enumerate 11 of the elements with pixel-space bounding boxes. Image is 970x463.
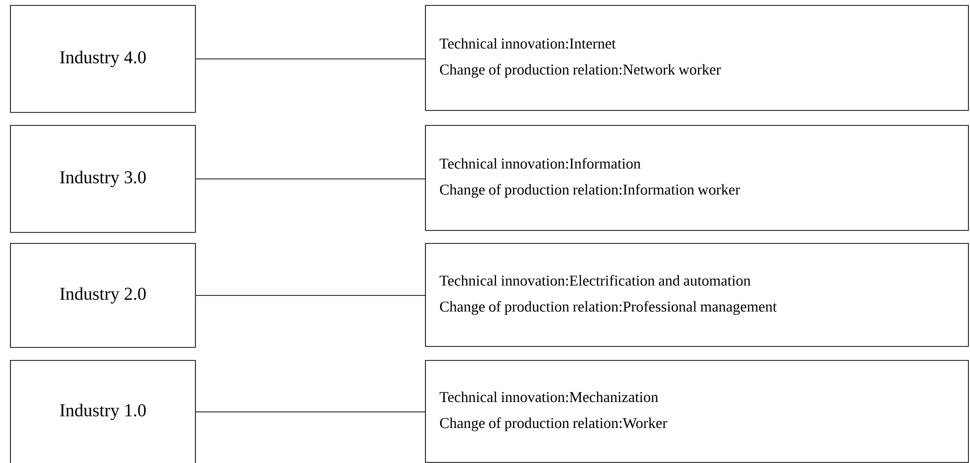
stage-box: Industry 3.0 — [10, 125, 196, 233]
stage-box: Industry 2.0 — [10, 243, 196, 348]
connector-line — [195, 58, 426, 60]
connector-line — [195, 295, 426, 296]
info-box: Technical innovation:Internet Change of production relation:Network worker — [425, 5, 969, 111]
stage-box: Industry 1.0 — [10, 360, 196, 463]
info-box: Technical innovation:Information Change of production relation:Information worker — [425, 125, 969, 231]
connector-line — [195, 178, 426, 180]
stage-box: Industry 4.0 — [10, 5, 196, 113]
info-box: Technical innovation:Mechanization Change of production relation:Worker — [425, 360, 969, 463]
info-box: Technical innovation:Electrification and automation Change of production relation:Professional management — [425, 243, 969, 347]
